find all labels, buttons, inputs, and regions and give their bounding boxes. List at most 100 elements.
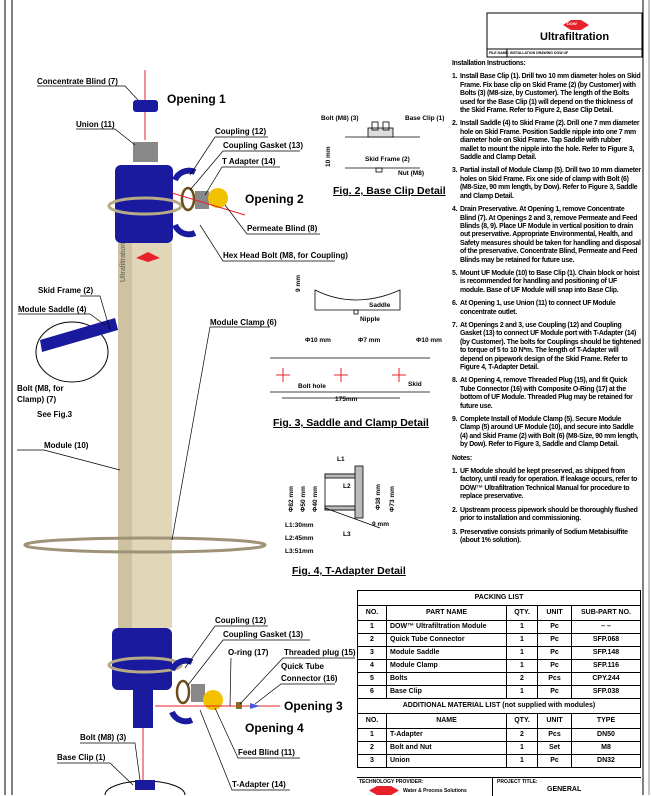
fig4-d82-label: Φ82 mm	[288, 486, 295, 512]
fig4-l1-label: L1	[337, 456, 345, 463]
note-item: 2.Upstream process pipework should be th…	[452, 507, 641, 524]
project-title: GENERAL	[547, 786, 582, 793]
table-cell: Pc	[537, 659, 572, 673]
table-cell: QTY.	[506, 713, 538, 729]
label-coupling-top: Coupling (12)	[215, 127, 267, 136]
table-cell: UNIT	[537, 605, 572, 621]
item-number: 9.	[452, 416, 458, 424]
label-concentrate-blind: Concentrate Blind (7)	[37, 77, 118, 86]
fig3-hole2-label: Φ7 mm	[358, 337, 381, 344]
fig3-saddle-label: Saddle	[369, 302, 391, 309]
item-number: 8.	[452, 377, 458, 385]
document-title: Ultrafiltration	[540, 31, 610, 43]
instructions-heading: Installation Instructions:	[452, 60, 526, 67]
table-cell: 1	[506, 685, 538, 699]
table-cell: Module Saddle	[386, 646, 507, 660]
label-bolt-clamp-2: Clamp) (7)	[17, 395, 57, 404]
item-number: 3.	[452, 528, 458, 536]
item-text: At Openings 2 and 3, use Coupling (12) a…	[460, 321, 641, 371]
fig2-nut-label: Nut (M8)	[398, 170, 424, 177]
table-cell: Pc	[537, 754, 572, 768]
table-cell: Pc	[537, 685, 572, 699]
fig4-l3-value: L3:51mm	[285, 548, 314, 555]
fig3-nipple-label: Nipple	[360, 316, 380, 323]
table-cell: QTY.	[506, 605, 538, 621]
bottom-port-part	[133, 690, 153, 728]
item-text: Partial install of Module Clamp (5). Dri…	[460, 167, 641, 200]
label-oring: O-ring (17)	[228, 648, 269, 657]
item-number: 1.	[452, 468, 458, 476]
fig3-skid-label: Skid	[408, 381, 422, 388]
table-cell: – –	[571, 620, 641, 634]
label-tadapter-bottom: T-Adapter (14)	[232, 780, 286, 789]
top-cap-part	[115, 165, 173, 243]
footer-divider	[492, 777, 493, 796]
leader-lines	[17, 85, 355, 791]
label-module: Module (10)	[44, 441, 89, 450]
label-see-fig3: See Fig.3	[37, 410, 73, 419]
fig4-caption: Fig. 4, T-Adapter Detail	[292, 565, 406, 577]
table-cell: Bolts	[386, 672, 507, 686]
fig4-d38-label: Φ38 mm	[375, 484, 382, 510]
label-feed-blind: Feed Blind (11)	[238, 748, 295, 757]
table-cell: 1	[357, 620, 387, 634]
table-cell: SFP.116	[571, 659, 641, 673]
fig4-d50-label: Φ50 mm	[300, 486, 307, 512]
footer-block: TECHNOLOGY PROVIDER: Water & Process Sol…	[357, 777, 641, 796]
table-cell: Set	[537, 741, 572, 755]
table-cell: Bolt and Nut	[386, 741, 507, 755]
instruction-item: 1.Install Base Clip (1). Drill two 10 mm…	[452, 73, 641, 115]
fig3-caption: Fig. 3, Saddle and Clamp Detail	[273, 417, 429, 429]
fig3-hole3-label: Φ10 mm	[416, 337, 442, 344]
fig2-caption: Fig. 2, Base Clip Detail	[333, 185, 446, 197]
label-coupling-bottom: Coupling (12)	[215, 616, 267, 625]
fig4-d40-label: Φ40 mm	[312, 486, 319, 512]
table-cell: UNIT	[537, 713, 572, 729]
table-cell: 1	[506, 659, 538, 673]
item-text: Install Base Clip (1). Drill two 10 mm d…	[460, 73, 641, 115]
provider-name: Water & Process Solutions	[403, 788, 467, 794]
item-number: 4.	[452, 206, 458, 214]
table-cell: DOW™ Ultrafiltration Module	[386, 620, 507, 634]
dow-logo-icon	[563, 20, 589, 30]
dow-logo-icon	[369, 786, 399, 795]
saddle-detail-circle	[35, 321, 109, 383]
table-cell: 1	[506, 620, 538, 634]
packing-list-title: PACKING LIST	[357, 590, 641, 606]
notes-heading: Notes:	[452, 454, 472, 462]
file-label: FILE NAME:	[489, 51, 510, 55]
table-cell: Pcs	[537, 672, 572, 686]
table-cell: Module Clamp	[386, 659, 507, 673]
table-cell: 2	[506, 672, 538, 686]
threaded-plug-part	[236, 702, 242, 709]
item-text: At Opening 1, use Union (11) to connect …	[460, 300, 616, 316]
fig2-bolt-label: Bolt (M8) (3)	[321, 115, 359, 122]
fig4-l2-value: L2:45mm	[285, 535, 314, 542]
table-cell: NO.	[357, 713, 387, 729]
label-threaded-plug: Threaded plug (15)	[284, 648, 356, 657]
project-label: PROJECT TITLE:	[497, 779, 538, 785]
label-base-clip: Base Clip (1)	[57, 753, 106, 762]
table-cell: Pc	[537, 620, 572, 634]
fig4-l3-label: L3	[343, 531, 351, 538]
item-number: 3.	[452, 167, 458, 175]
table-cell: SFP.148	[571, 646, 641, 660]
union-part	[133, 142, 158, 162]
module-logo-text: Ultrafiltration	[120, 242, 127, 282]
concentrate-blind-part	[133, 100, 158, 112]
table-cell: DN32	[571, 754, 641, 768]
label-bolt-clamp-1: Bolt (M8, for	[17, 384, 64, 393]
fig4-drawing	[324, 465, 381, 529]
label-gasket-bottom: Coupling Gasket (13)	[223, 630, 304, 639]
table-cell: 2	[506, 728, 538, 742]
label-tadapter-top: T Adapter (14)	[222, 157, 276, 166]
table-cell: TYPE	[571, 713, 641, 729]
table-cell: 1	[506, 633, 538, 647]
